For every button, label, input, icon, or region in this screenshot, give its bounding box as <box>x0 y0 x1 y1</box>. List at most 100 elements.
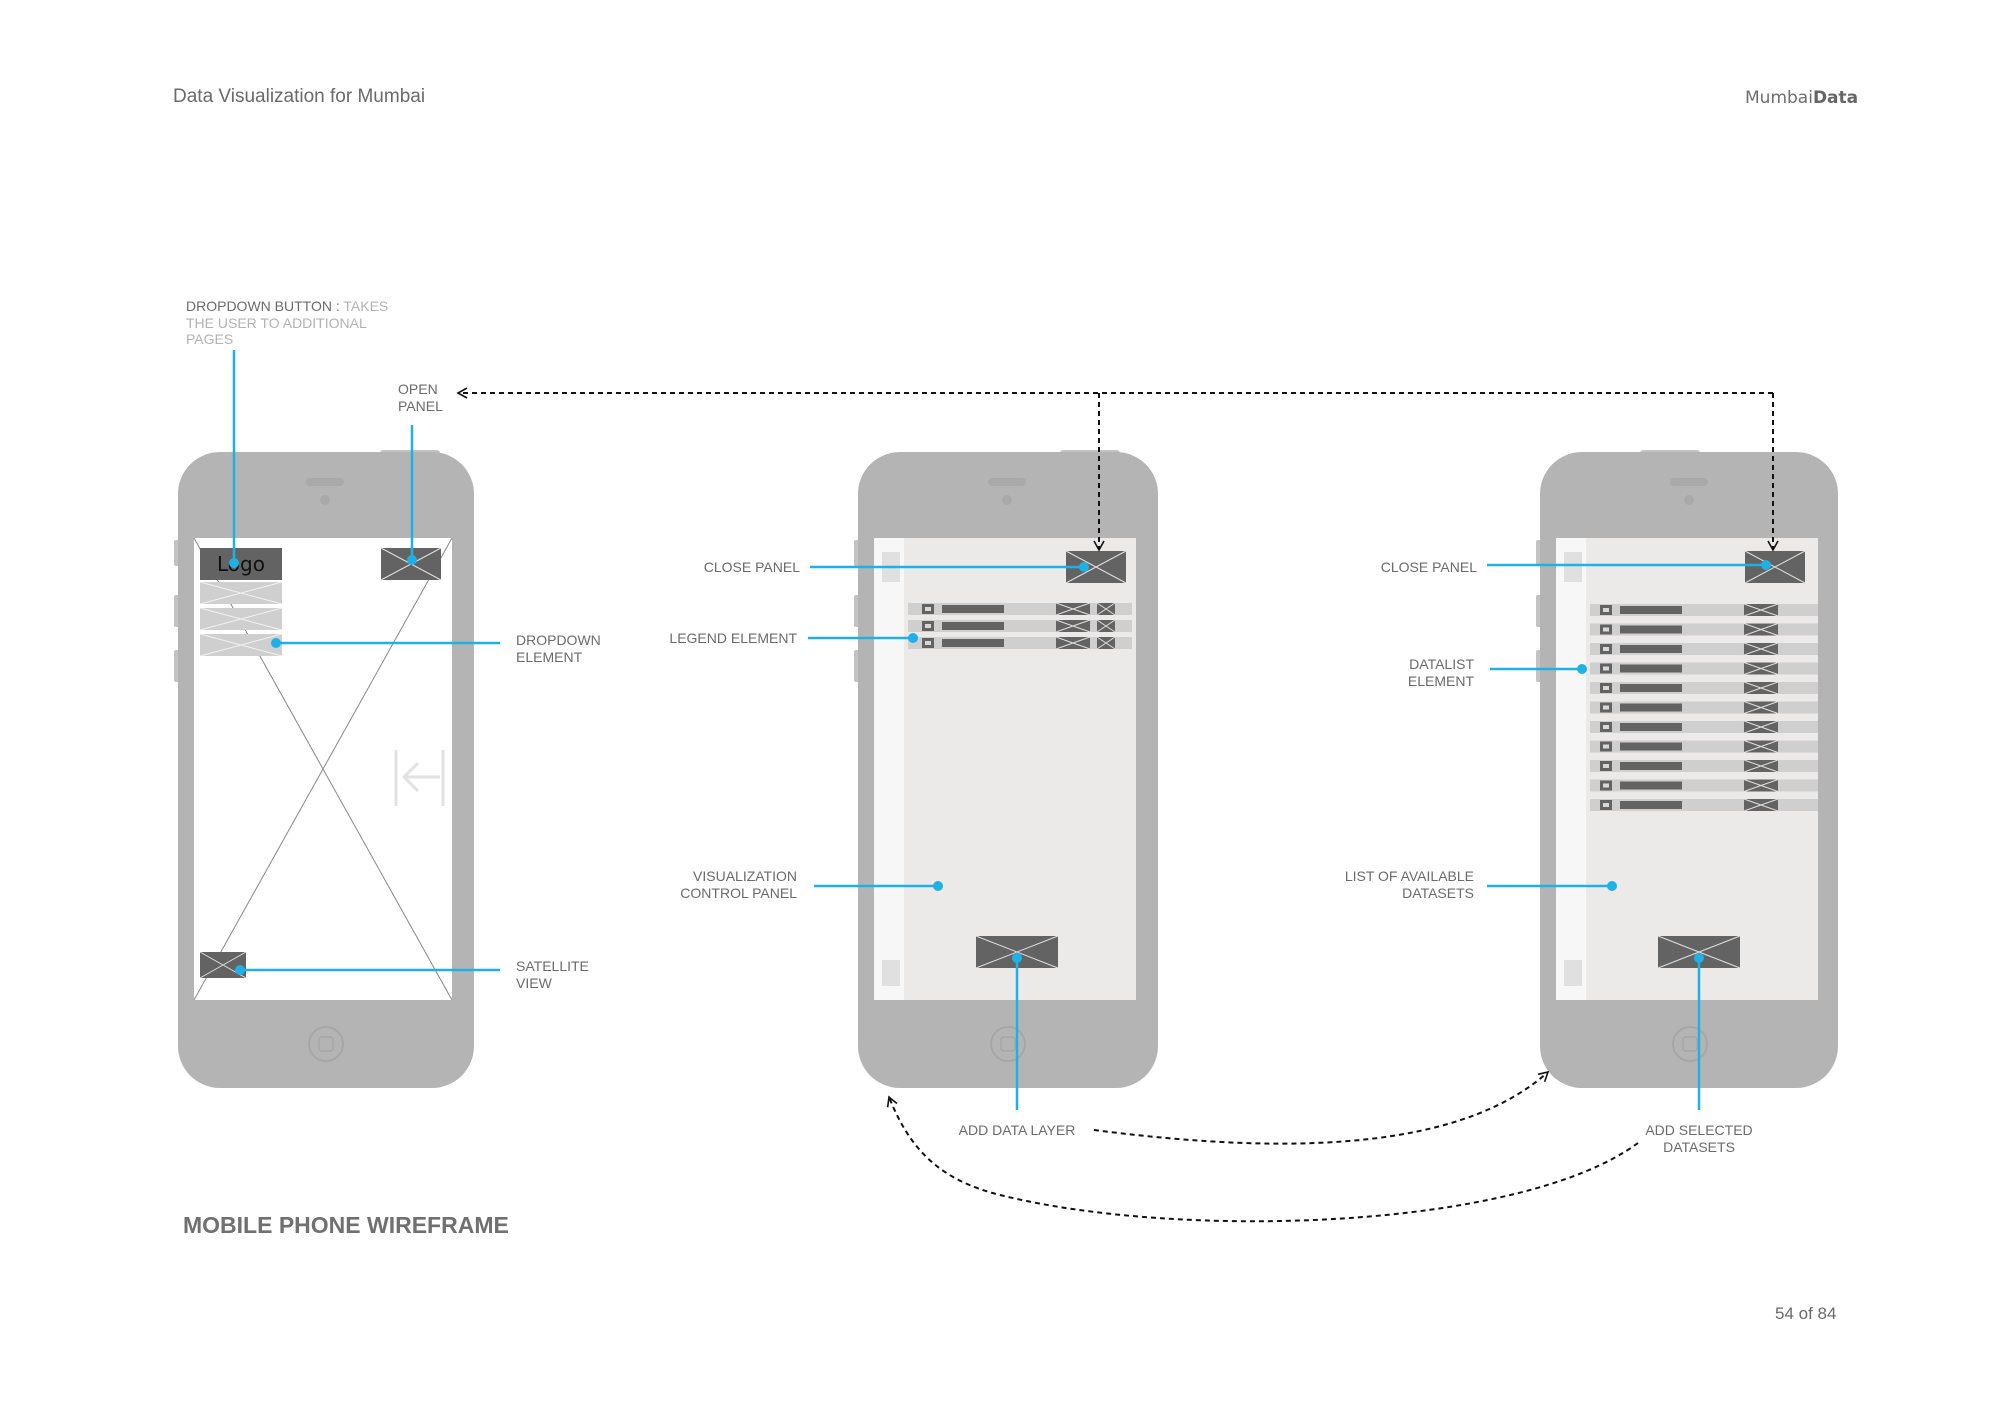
legend-action-2[interactable] <box>1096 619 1116 633</box>
datalist-row[interactable] <box>1590 603 1818 617</box>
phone-3 <box>1536 450 1838 1088</box>
datalist-row[interactable] <box>1590 740 1818 753</box>
datalist-row[interactable] <box>1590 798 1818 812</box>
close-panel-button-2[interactable] <box>1744 550 1806 584</box>
label-add-selected-1: ADD SELECTED <box>1645 1122 1753 1138</box>
datalist-checkbox-inner <box>1603 783 1609 788</box>
phone-3-home-button <box>1672 1026 1708 1062</box>
datalist-checkbox-inner <box>1603 686 1609 690</box>
legend-row[interactable] <box>908 619 1132 633</box>
legend-action-2[interactable] <box>1096 602 1116 616</box>
datalist-thumbnail[interactable] <box>1743 740 1779 753</box>
label-dropdown-button-desc-1: TAKES <box>343 298 389 314</box>
dropdown-element-2[interactable] <box>199 607 283 631</box>
datalist-thumbnail[interactable] <box>1743 681 1779 695</box>
legend-label-bar <box>942 605 1004 613</box>
datalist-thumbnail[interactable] <box>1743 779 1779 792</box>
datalist-checkbox-inner <box>1603 627 1609 632</box>
datalist-row[interactable] <box>1590 701 1818 714</box>
datalist-thumbnail[interactable] <box>1743 798 1779 812</box>
datalist-row[interactable] <box>1590 779 1818 792</box>
label-available-datasets: LIST OF AVAILABLE DATASETS <box>1345 868 1474 901</box>
datalist-thumbnail[interactable] <box>1743 701 1779 714</box>
label-satellite-view-1: SATELLITE <box>516 958 589 974</box>
label-dropdown-button: DROPDOWN BUTTON : TAKES THE USER TO ADDI… <box>186 298 388 348</box>
label-satellite-view-2: VIEW <box>516 974 552 991</box>
collapse-arrow-icon[interactable] <box>394 750 445 806</box>
label-legend-element: LEGEND ELEMENT <box>669 630 797 646</box>
label-dropdown-element: DROPDOWN ELEMENT <box>516 632 601 665</box>
phone-3-callouts <box>1487 560 1771 1110</box>
brand-light: Mumbai <box>1745 88 1813 108</box>
phone-3-speaker <box>1670 478 1708 486</box>
label-viz-control-2: CONTROL PANEL <box>680 884 797 901</box>
dropdown-element-1[interactable] <box>199 581 283 605</box>
logo-dropdown-button[interactable] <box>200 548 282 580</box>
label-open-panel: OPEN PANEL <box>398 381 443 414</box>
label-close-panel: CLOSE PANEL <box>703 559 800 575</box>
datalist-thumbnail[interactable] <box>1743 662 1779 675</box>
callout-dot-dropdown-button <box>229 558 239 568</box>
legend-row[interactable] <box>908 636 1132 650</box>
phone-1-camera <box>320 495 330 505</box>
datalist-row[interactable] <box>1590 623 1818 636</box>
section-title: MOBILE PHONE WIREFRAME <box>183 1212 509 1238</box>
legend-action-1[interactable] <box>1055 602 1091 616</box>
datalist-checkbox-inner <box>1603 764 1609 768</box>
datalist-label-bar <box>1620 645 1682 653</box>
datalist-label-bar <box>1620 762 1682 770</box>
datalist-checkbox-inner <box>1603 666 1609 671</box>
phone-2-speaker <box>988 478 1026 486</box>
datalist-row[interactable] <box>1590 642 1818 656</box>
legend-action-2[interactable] <box>1096 636 1116 650</box>
label-available-1: LIST OF AVAILABLE <box>1344 868 1474 884</box>
datalist-row[interactable] <box>1590 759 1818 773</box>
legend-checkbox-inner <box>925 624 931 628</box>
phone-2-home-icon <box>1000 1036 1016 1052</box>
datalist-thumbnail[interactable] <box>1743 642 1779 656</box>
datalist-thumbnail[interactable] <box>1743 603 1779 617</box>
datalist-label-bar <box>1620 801 1682 809</box>
label-open-panel-1: OPEN <box>398 381 438 397</box>
label-satellite-view: SATELLITE VIEW <box>516 958 589 991</box>
datalist-label-bar <box>1620 781 1682 790</box>
label-open-panel-2: PANEL <box>398 397 443 414</box>
phone-2-camera <box>1002 495 1012 505</box>
legend-row[interactable] <box>908 602 1132 616</box>
legend-checkbox-inner <box>925 607 931 611</box>
phone-1-home-icon <box>318 1036 334 1052</box>
legend-label-bar <box>942 639 1004 647</box>
label-datalist-element: DATALIST ELEMENT <box>1408 656 1474 689</box>
brand-logo: MumbaiData <box>1745 88 1858 108</box>
datalist-checkbox-inner <box>1603 647 1609 651</box>
page-indicator: 54 of 84 <box>1775 1304 1837 1323</box>
callout-dot-add-data-layer <box>1012 953 1022 963</box>
datalist-thumbnail[interactable] <box>1743 623 1779 636</box>
datalist-thumbnail[interactable] <box>1743 720 1779 734</box>
label-add-selected-2: DATASETS <box>1663 1138 1735 1155</box>
datalist-thumbnail[interactable] <box>1743 759 1779 773</box>
legend-action-1[interactable] <box>1055 636 1091 650</box>
label-dropdown-button-desc-3: PAGES <box>186 331 234 347</box>
datalist-checkbox-inner <box>1603 608 1609 612</box>
callout-dot-available-datasets <box>1607 881 1617 891</box>
legend-action-1[interactable] <box>1055 619 1091 633</box>
legend-list <box>908 602 1132 650</box>
phone-3-home-icon <box>1682 1036 1698 1052</box>
label-datalist-2: ELEMENT <box>1407 672 1474 689</box>
datalist-row[interactable] <box>1590 662 1818 675</box>
label-viz-control-panel: VISUALIZATION CONTROL PANEL <box>680 868 797 901</box>
dropdown-element-3[interactable] <box>199 633 283 657</box>
callout-dot-satellite-view <box>235 965 245 975</box>
phone-2-home-button <box>990 1026 1026 1062</box>
label-add-selected-datasets: ADD SELECTED DATASETS <box>1599 1122 1799 1155</box>
datalist-row[interactable] <box>1590 720 1818 734</box>
callout-dot-open-panel <box>407 555 417 565</box>
label-close-panel-2: CLOSE PANEL <box>1380 559 1477 575</box>
phone-2-hidden-satellite <box>882 960 900 986</box>
callout-dot-add-selected <box>1694 953 1704 963</box>
label-dropdown-button-desc-2: THE USER TO ADDITIONAL <box>186 314 367 331</box>
phone-2 <box>854 450 1158 1088</box>
datalist-row[interactable] <box>1590 681 1818 695</box>
